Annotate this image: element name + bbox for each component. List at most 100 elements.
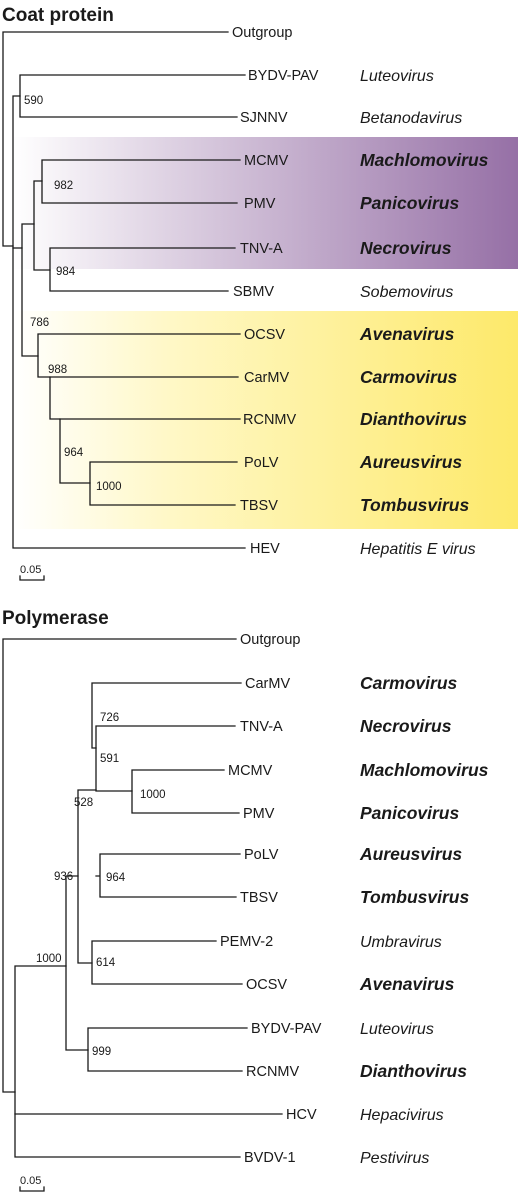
genus-label: Dianthovirus — [360, 1061, 467, 1081]
branch — [14, 965, 241, 1158]
genus-label: Machlomovirus — [360, 760, 489, 780]
branch — [131, 769, 240, 814]
genus-label: Aureusvirus — [359, 452, 462, 472]
bootstrap-value: 964 — [64, 447, 84, 459]
coat-scale-bar: 0.05 — [19, 564, 45, 581]
bootstrap-value: 982 — [54, 180, 73, 192]
branch — [33, 180, 51, 271]
taxon-label: PMV — [244, 196, 276, 212]
scale-bar-label: 0.05 — [20, 564, 41, 576]
bootstrap-value: 964 — [106, 872, 126, 884]
taxon-label: PMV — [243, 806, 275, 822]
branch — [89, 461, 238, 506]
genus-label: Aureusvirus — [359, 844, 462, 864]
bootstrap-value: 786 — [30, 317, 49, 329]
taxon-label: OCSV — [244, 327, 285, 343]
branch — [37, 333, 241, 378]
branch — [21, 223, 39, 357]
bootstrap-value: 726 — [100, 712, 119, 724]
genus-label: Tombusvirus — [360, 495, 469, 515]
branch — [65, 875, 89, 1051]
bootstrap-value: 988 — [48, 364, 67, 376]
taxon-label: SBMV — [233, 284, 274, 300]
branch — [77, 789, 97, 964]
bootstrap-value: 1000 — [96, 481, 122, 493]
taxon-label: TBSV — [240, 498, 278, 514]
branch — [2, 31, 229, 247]
bootstrap-value: 936 — [54, 871, 73, 883]
taxon-label: PoLV — [244, 455, 279, 471]
taxon-label: MCMV — [244, 153, 289, 169]
bootstrap-value: 1000 — [36, 953, 62, 965]
polymerase-branches — [2, 638, 283, 1158]
taxon-label: HCV — [286, 1107, 317, 1123]
genus-label: Necrovirus — [360, 716, 452, 736]
taxon-label: OCSV — [246, 977, 287, 993]
coat-protein-tree: Coat protein Outgroup BYDV-PAV SJNNV MCM… — [2, 5, 518, 581]
genus-label: Umbravirus — [360, 934, 442, 951]
taxon-label: RCNMV — [243, 412, 296, 428]
bootstrap-value: 528 — [74, 797, 93, 809]
genus-label: Luteovirus — [360, 1021, 434, 1038]
bootstrap-value: 590 — [24, 95, 43, 107]
taxon-label: MCMV — [228, 763, 273, 779]
polymerase-title: Polymerase — [2, 608, 109, 629]
branch — [12, 95, 246, 549]
bootstrap-value: 591 — [100, 753, 119, 765]
branch — [95, 725, 236, 792]
genus-label: Machlomovirus — [360, 150, 489, 170]
coat-genus-labels: Luteovirus Betanodavirus Machlomovirus P… — [359, 68, 489, 558]
taxon-label: PoLV — [244, 847, 279, 863]
genus-label: Sobemovirus — [360, 284, 453, 301]
coat-taxon-labels: Outgroup BYDV-PAV SJNNV MCMV PMV TNV-A S… — [232, 25, 319, 557]
taxon-label: Outgroup — [232, 25, 292, 41]
taxon-label: TNV-A — [240, 719, 283, 735]
taxon-label: BYDV-PAV — [251, 1021, 322, 1037]
genus-label: Necrovirus — [360, 238, 452, 258]
taxon-label: TBSV — [240, 890, 278, 906]
genus-label: Hepacivirus — [360, 1107, 444, 1124]
branch — [87, 1027, 248, 1072]
taxon-label: HEV — [250, 541, 280, 557]
genus-label: Panicovirus — [360, 193, 459, 213]
genus-label: Avenavirus — [359, 974, 455, 994]
taxon-label: BYDV-PAV — [248, 68, 319, 84]
branch — [59, 418, 241, 484]
bootstrap-value: 614 — [96, 957, 116, 969]
genus-label: Panicovirus — [360, 803, 459, 823]
branch — [41, 159, 241, 204]
coat-protein-title: Coat protein — [2, 5, 114, 26]
branch — [49, 376, 239, 420]
taxon-label: SJNNV — [240, 110, 288, 126]
branch — [91, 682, 242, 749]
coat-branches — [2, 31, 246, 549]
branch — [19, 74, 246, 118]
taxon-label: CarMV — [245, 676, 290, 692]
taxon-label: RCNMV — [246, 1064, 299, 1080]
genus-label: Hepatitis E virus — [360, 541, 476, 558]
genus-label: Tombusvirus — [360, 887, 469, 907]
bootstrap-value: 1000 — [140, 789, 166, 801]
scale-bar-label: 0.05 — [20, 1175, 41, 1187]
branch — [91, 940, 243, 985]
polymerase-taxon-labels: Outgroup CarMV TNV-A MCMV PMV PoLV TBSV … — [220, 632, 322, 1166]
coat-bootstrap-values: 590 982 984 786 988 964 1000 — [24, 95, 122, 493]
taxon-label: Outgroup — [240, 632, 300, 648]
polymerase-genus-labels: Carmovirus Necrovirus Machlomovirus Pani… — [359, 673, 489, 1167]
branch — [49, 247, 236, 292]
genus-label: Luteovirus — [360, 68, 434, 85]
genus-label: Dianthovirus — [360, 409, 467, 429]
bootstrap-value: 999 — [92, 1046, 111, 1058]
genus-label: Betanodavirus — [360, 110, 462, 127]
taxon-label: BVDV-1 — [244, 1150, 296, 1166]
polymerase-tree: Polymerase Outgroup CarMV TNV-A MCMV PMV… — [2, 608, 489, 1192]
taxon-label: PEMV-2 — [220, 934, 273, 950]
polymerase-bootstrap-values: 726 591 1000 528 964 936 614 1000 999 — [36, 712, 166, 1058]
bootstrap-value: 984 — [56, 266, 76, 278]
taxon-label: CarMV — [244, 370, 289, 386]
genus-label: Avenavirus — [359, 324, 455, 344]
genus-label: Carmovirus — [360, 673, 458, 693]
yellow-clade-highlight — [13, 311, 518, 529]
branch — [2, 638, 237, 1093]
